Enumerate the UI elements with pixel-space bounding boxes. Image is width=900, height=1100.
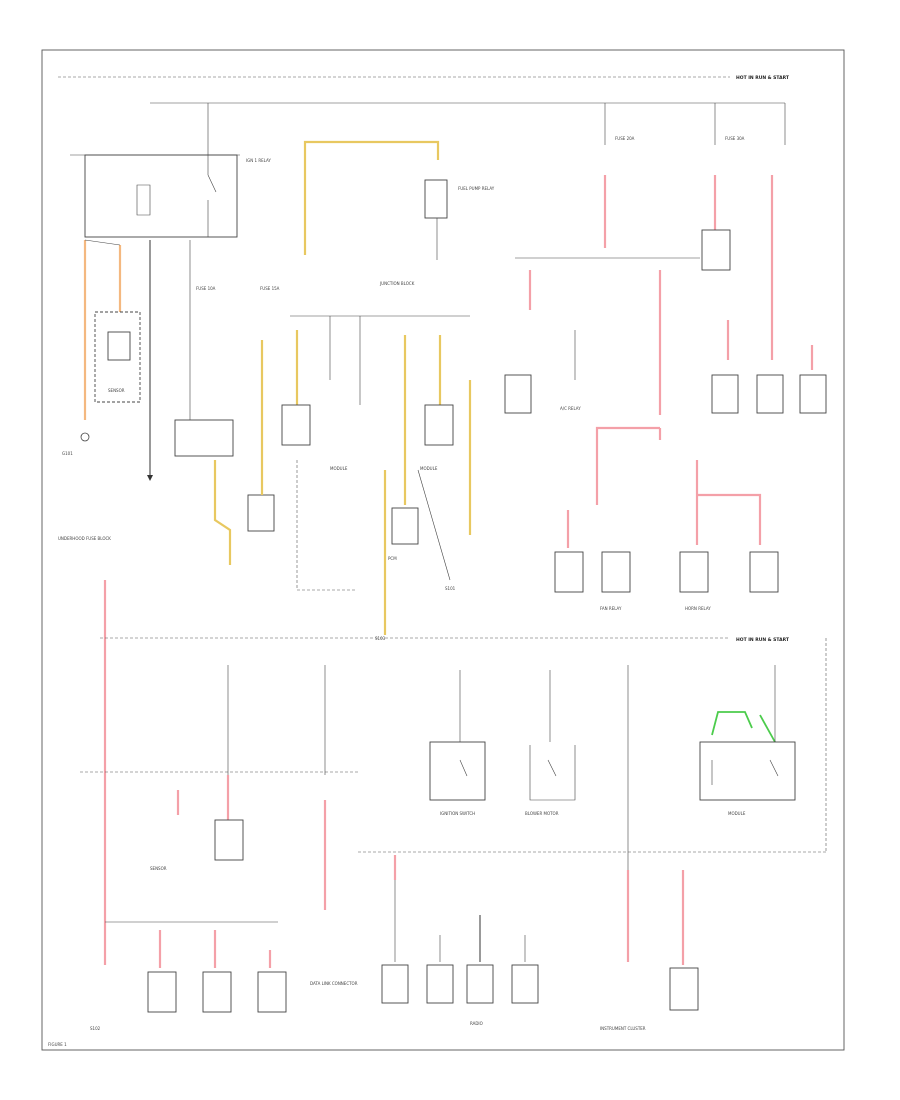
fuse-2-label: FUSE 15A <box>260 286 280 291</box>
relay-mid-2 <box>529 745 576 801</box>
relay-box-left <box>84 154 238 238</box>
splice-1-label: S101 <box>445 586 456 591</box>
wire-left-5 <box>84 239 121 246</box>
comp-lb-1 <box>381 964 409 1004</box>
relay-right-switch <box>711 759 779 785</box>
diagram-frame <box>41 49 845 1051</box>
module-2-label: MODULE <box>420 466 438 471</box>
comp-lb-3 <box>466 964 494 1004</box>
radio-label: RADIO <box>470 1021 483 1026</box>
splice-2-label: S102 <box>90 1026 101 1031</box>
comp-ll-4 <box>257 971 287 1013</box>
comp-right-5 <box>799 374 827 414</box>
comp-mid-2 <box>424 404 454 446</box>
green-tail <box>759 714 776 743</box>
comp-ll-1 <box>214 819 244 861</box>
module-1-label: MODULE <box>330 466 348 471</box>
hot-bus-mid-label: HOT IN RUN & START <box>736 637 790 643</box>
comp-mid-1 <box>281 404 311 446</box>
component-a <box>174 419 234 457</box>
diag-line <box>417 469 451 581</box>
comp-right-9 <box>749 551 779 593</box>
module-3-label: MODULE <box>728 811 746 816</box>
fuse-3-label: FUSE 20A <box>615 136 635 141</box>
sensor-left <box>107 331 131 361</box>
ignition-switch-label: IGNITION SWITCH <box>440 811 475 816</box>
relay-coil <box>136 184 151 216</box>
horn-relay-label: HORN RELAY <box>685 606 711 611</box>
dashed-group <box>296 460 355 591</box>
comp-right-4 <box>756 374 784 414</box>
relay-box-mid-1 <box>429 741 486 801</box>
component-a-wire <box>213 460 232 565</box>
fuel-relay <box>424 179 448 219</box>
right-tree-1 <box>595 426 660 505</box>
ground-left-label: G101 <box>62 451 73 456</box>
sensor-left-label: SENSOR <box>108 388 125 393</box>
arrow-left <box>147 475 153 481</box>
comp-right-8 <box>679 551 709 593</box>
right-tree-3 <box>697 493 762 545</box>
fuse-4-label: FUSE 30A <box>725 136 745 141</box>
green-loop <box>711 711 753 736</box>
ac-relay-label: A/C RELAY <box>560 406 581 411</box>
sensor-2-label: SENSOR <box>150 866 167 871</box>
comp-right-7 <box>601 551 631 593</box>
fuse-1-label: FUSE 10A <box>196 286 216 291</box>
fuel-relay-label: FUEL PUMP RELAY <box>458 186 495 191</box>
relay-box-right <box>699 741 796 801</box>
page-number: FIGURE 1 <box>48 1042 67 1047</box>
comp-lb-2 <box>426 964 454 1004</box>
yellow-feed <box>303 140 440 255</box>
ground-left <box>80 432 90 442</box>
comp-mid-3 <box>391 507 419 545</box>
instrument-cluster-label: INSTRUMENT CLUSTER <box>600 1026 646 1031</box>
comp-right-6 <box>554 551 584 593</box>
component-b <box>247 494 275 532</box>
blower-label: BLOWER MOTOR <box>525 811 559 816</box>
comp-ll-2 <box>147 971 177 1013</box>
data-link-label: DATA LINK CONNECTOR <box>310 981 358 986</box>
comp-right-1 <box>701 229 731 271</box>
comp-ll-3 <box>202 971 232 1013</box>
fuse-block-label: UNDERHOOD FUSE BLOCK <box>58 536 111 541</box>
relay-mid-1-switch <box>459 759 468 777</box>
hot-bus-top-label: HOT IN RUN & START <box>736 75 790 81</box>
ign-relay-label: IGN 1 RELAY <box>246 158 271 163</box>
splice-3-label: S103 <box>375 636 386 641</box>
comp-right-2 <box>504 374 532 414</box>
comp-right-3 <box>711 374 739 414</box>
junction-label: JUNCTION BLOCK <box>379 281 415 286</box>
pcm-label: PCM <box>388 556 397 561</box>
relay-switch <box>207 103 217 237</box>
comp-lb-4 <box>511 964 539 1004</box>
fan-relay-label: FAN RELAY <box>600 606 622 611</box>
comp-lr-1 <box>669 967 699 1011</box>
